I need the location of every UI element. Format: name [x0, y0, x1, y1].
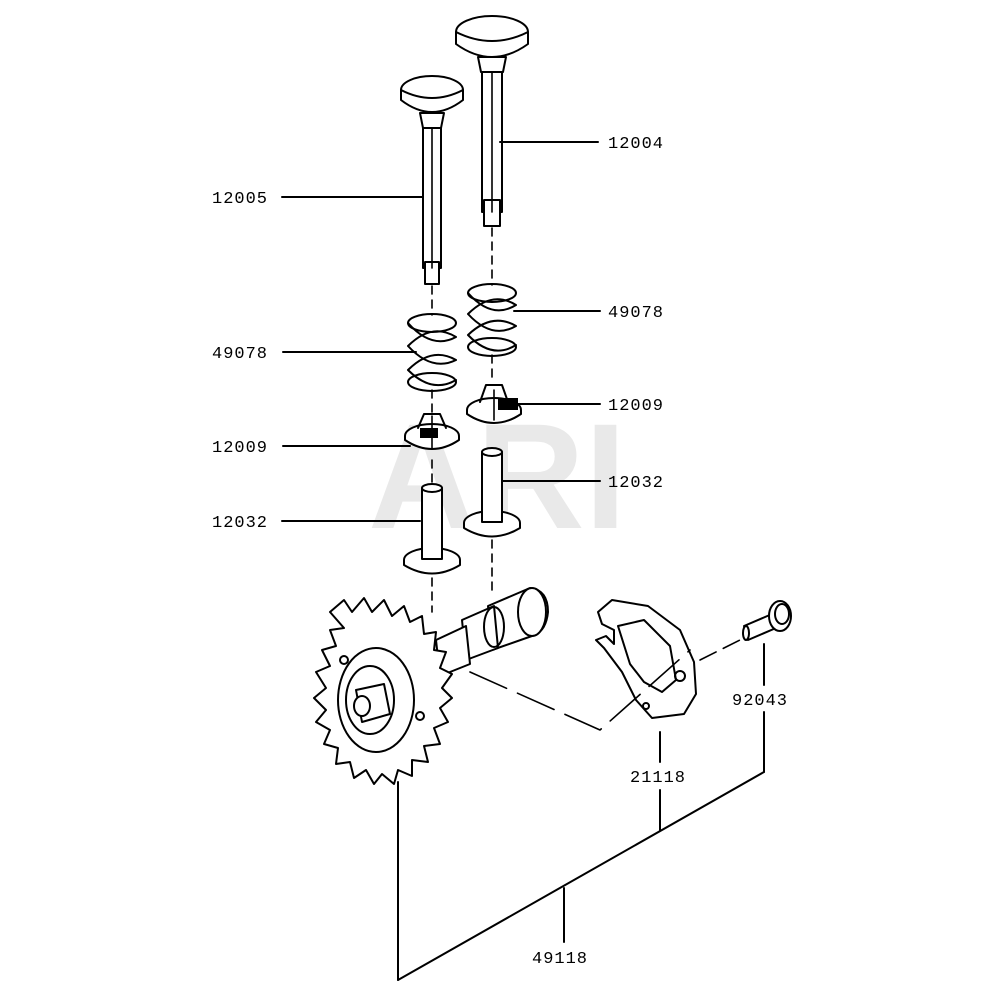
label-12004: 12004 [608, 135, 664, 154]
spring-retainer-right[interactable] [466, 384, 522, 424]
label-49078-left: 49078 [212, 345, 268, 364]
part-labels: 12004 12005 49078 49078 12009 12009 1203… [212, 135, 788, 969]
camshaft[interactable] [435, 587, 549, 677]
label-12032-right: 12032 [608, 474, 664, 493]
spring-retainer-left[interactable] [404, 413, 460, 450]
leader-lines [281, 141, 765, 981]
label-49118: 49118 [532, 950, 588, 969]
decompression-weight[interactable] [595, 599, 697, 719]
label-12009-left: 12009 [212, 439, 268, 458]
label-21118: 21118 [630, 769, 686, 788]
tappet-left[interactable] [403, 483, 461, 575]
valve-intake[interactable] [400, 75, 464, 285]
cam-gear[interactable] [313, 597, 453, 785]
label-12005: 12005 [212, 190, 268, 209]
pin[interactable] [742, 600, 792, 641]
tappet-right[interactable] [463, 447, 521, 538]
label-49078-right: 49078 [608, 304, 664, 323]
label-92043: 92043 [732, 692, 788, 711]
label-12032-left: 12032 [212, 514, 268, 533]
valve-exhaust[interactable] [455, 15, 529, 227]
weight-assembly-lines [469, 639, 741, 731]
label-12009-right: 12009 [608, 397, 664, 416]
assembly-center-lines [431, 227, 493, 613]
valve-spring-right[interactable] [467, 283, 517, 357]
